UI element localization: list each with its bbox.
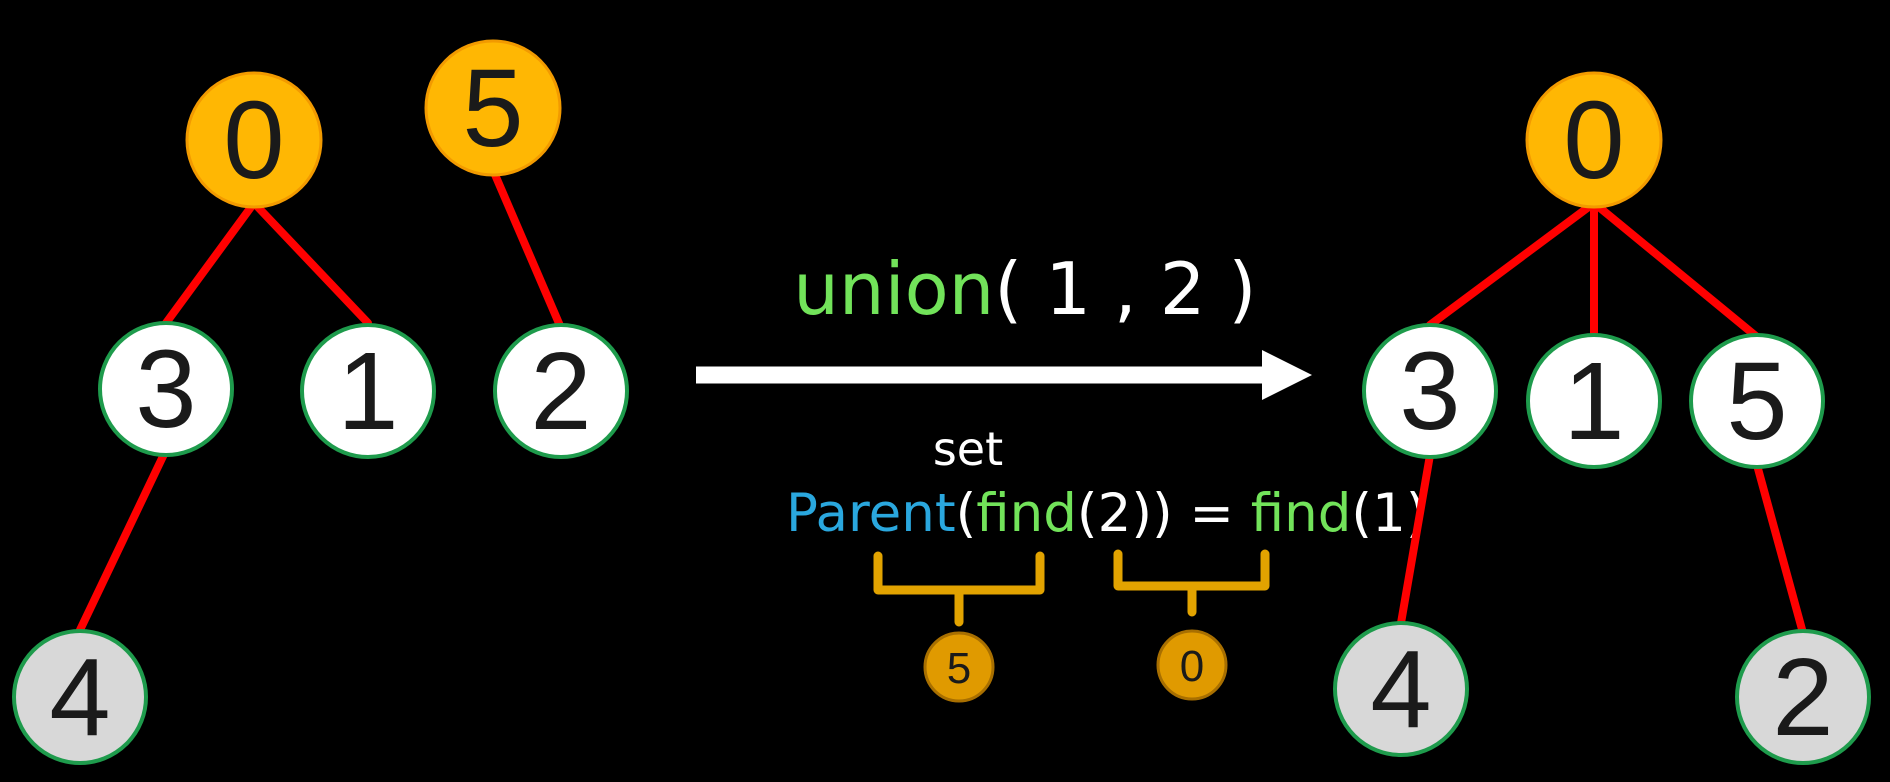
left-node-2: 2 — [493, 323, 629, 459]
brace-left — [873, 551, 1045, 627]
result-right-value: 0 — [1180, 642, 1204, 691]
right-node-3: 3 — [1362, 323, 1498, 459]
result-left: 5 — [923, 631, 995, 703]
right-node-2-label: 2 — [1772, 636, 1833, 759]
left-node-4: 4 — [12, 629, 148, 765]
left-node-1: 1 — [300, 323, 436, 459]
formula: set Parent(find(2)) = find(1) 5 0 — [668, 422, 1511, 703]
edge-5-2 — [489, 166, 565, 332]
left-node-2-label: 2 — [530, 330, 591, 453]
right-node-3-label: 3 — [1399, 330, 1460, 453]
left-tree-edges — [76, 166, 565, 634]
set-word: set — [933, 422, 1003, 476]
edge-r0-3 — [1426, 199, 1598, 329]
union-call: union( 1 , 2 ) — [633, 247, 1371, 331]
equals-sign: = — [1173, 483, 1251, 544]
left-tree: 0 5 3 1 2 4 — [12, 39, 629, 765]
left-node-5: 5 — [424, 39, 562, 177]
parent-open-paren: ( — [956, 483, 977, 544]
edge-0-3 — [162, 199, 258, 327]
edge-0-1 — [250, 199, 372, 327]
left-node-4-label: 4 — [49, 636, 110, 759]
left-node-0-label: 0 — [223, 79, 284, 202]
left-node-0: 0 — [185, 71, 323, 209]
right-node-1: 1 — [1526, 333, 1662, 469]
right-node-4: 4 — [1333, 621, 1469, 757]
right-node-0: 0 — [1525, 71, 1663, 209]
parent-word: Parent — [786, 483, 956, 544]
result-right: 0 — [1156, 629, 1228, 701]
result-left-value: 5 — [947, 644, 971, 693]
right-node-4-label: 4 — [1370, 628, 1431, 751]
arrow-head — [1262, 350, 1312, 400]
edge-r5-2 — [1753, 461, 1807, 637]
right-node-5-label: 5 — [1726, 340, 1787, 463]
find-word-2: find — [1251, 483, 1352, 544]
right-node-2: 2 — [1735, 629, 1871, 765]
right-tree-edges — [1397, 199, 1807, 637]
right-node-1-label: 1 — [1563, 340, 1624, 463]
union-args: ( 1 , 2 ) — [994, 247, 1256, 331]
union-fn: union — [793, 247, 994, 331]
left-node-5-label: 5 — [462, 47, 523, 170]
left-node-3-label: 3 — [135, 328, 196, 451]
union-operation: union( 1 , 2 ) — [633, 247, 1371, 400]
find-args-1: (2)) — [1077, 483, 1173, 544]
edge-r3-4 — [1397, 451, 1434, 627]
edge-3-4 — [76, 446, 170, 634]
left-node-3: 3 — [98, 321, 234, 457]
right-node-0-label: 0 — [1563, 79, 1624, 202]
brace-right — [1113, 549, 1270, 617]
formula-line: Parent(find(2)) = find(1) — [668, 483, 1511, 544]
edge-r0-5 — [1590, 199, 1761, 341]
right-tree: 0 3 1 5 4 2 — [1333, 71, 1871, 765]
find-word-1: find — [976, 483, 1077, 544]
right-node-5: 5 — [1689, 333, 1825, 469]
left-node-1-label: 1 — [337, 330, 398, 453]
